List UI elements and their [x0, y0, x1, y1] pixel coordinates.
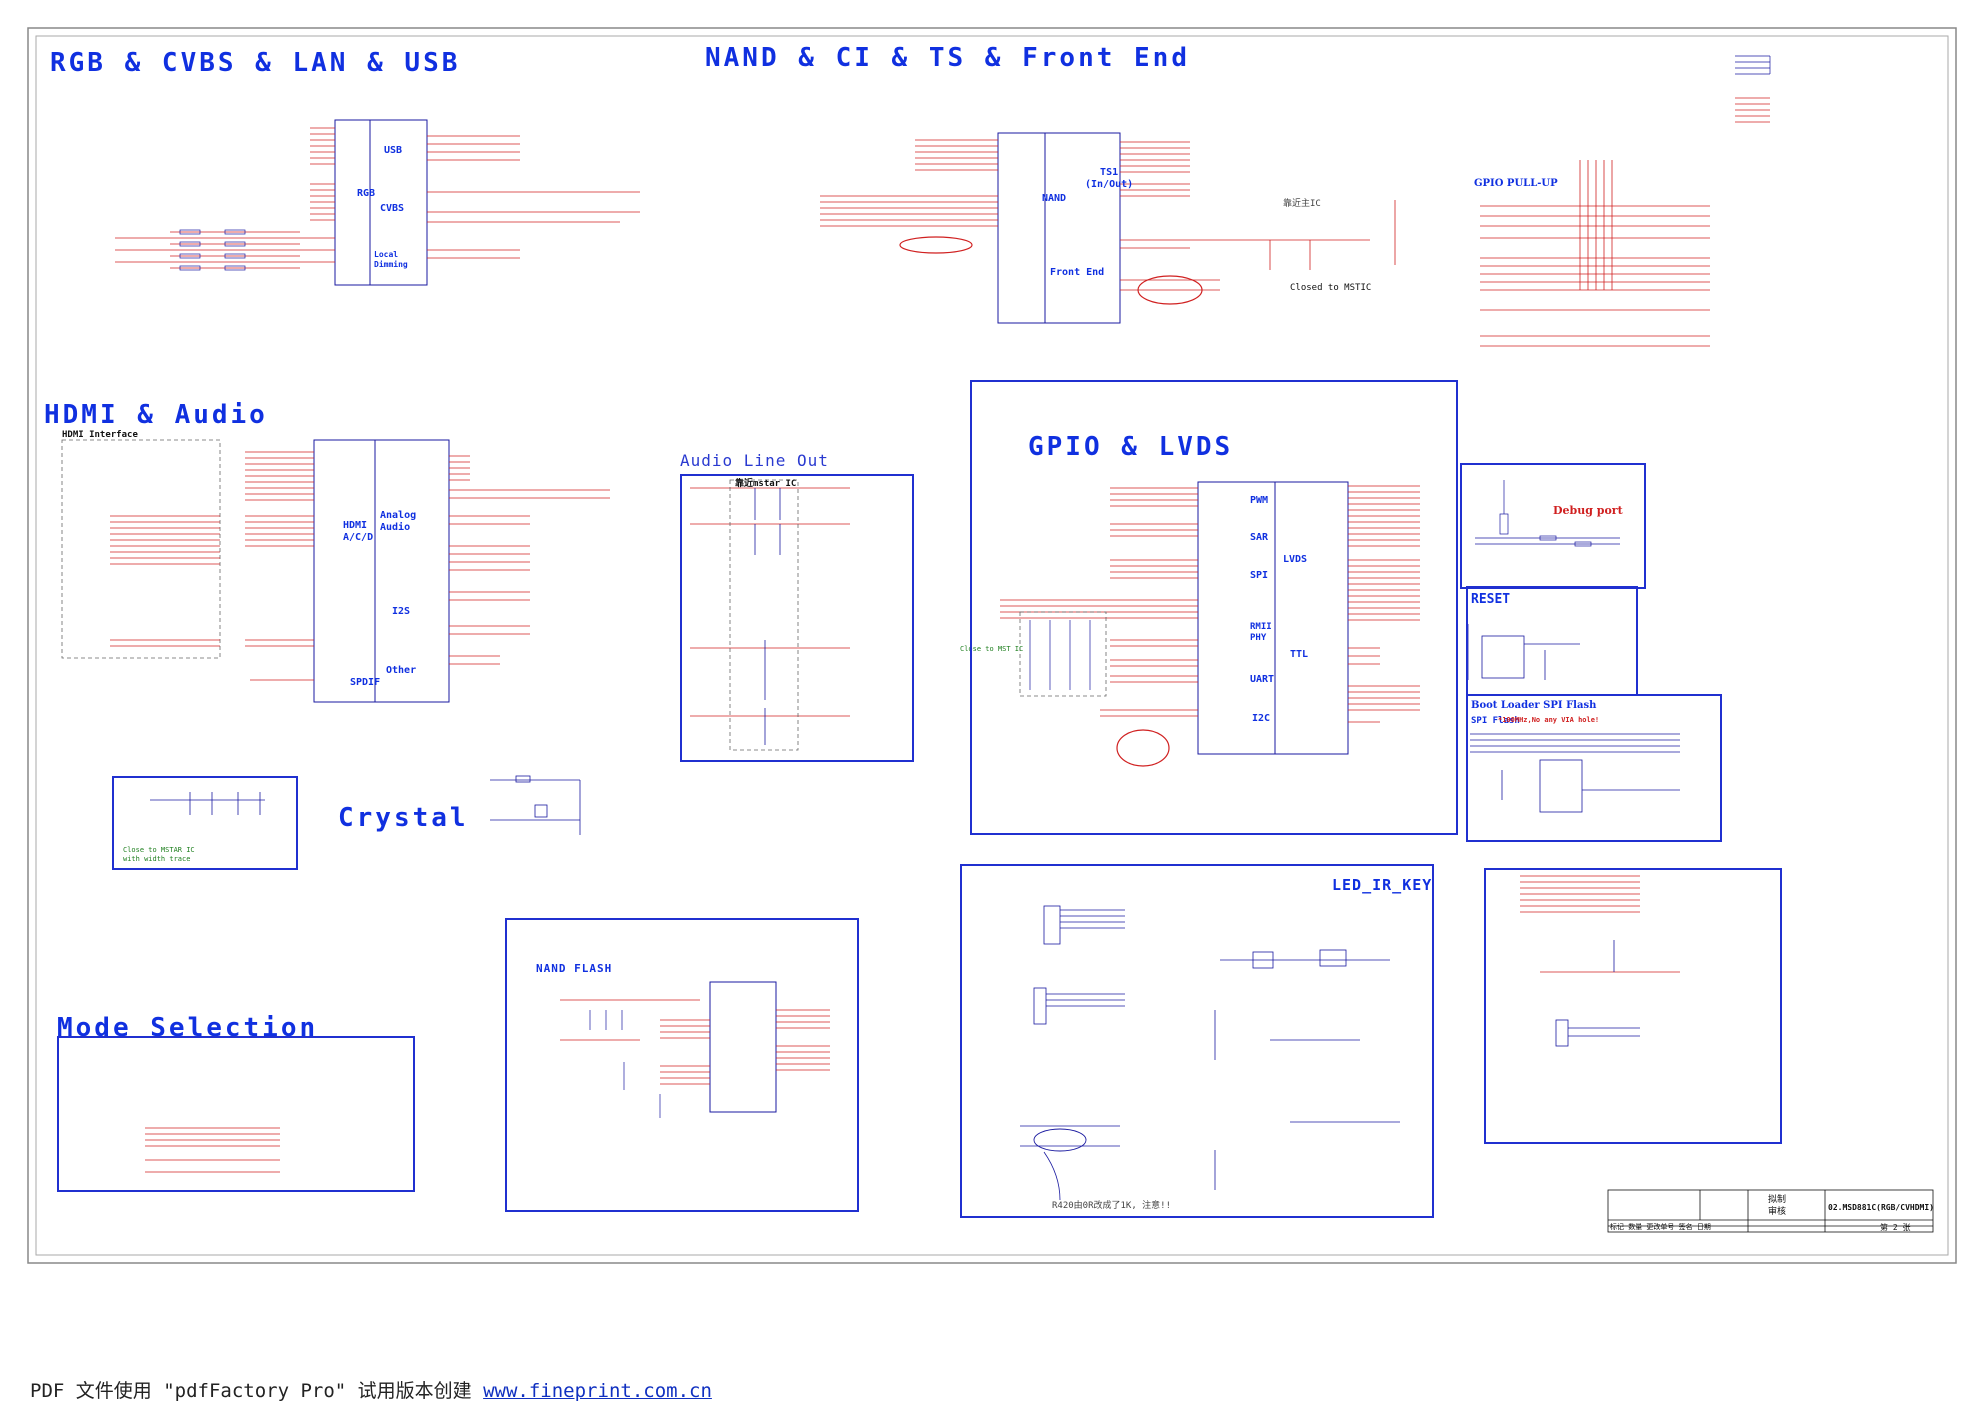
footer-url-link[interactable]: www.fineprint.com.cn	[483, 1380, 712, 1402]
block-rmii-phy: RMII PHY	[1250, 622, 1272, 643]
block-mstar-ic-note: 靠近mstar IC	[735, 479, 797, 489]
gpio-pullup-wires	[1480, 160, 1710, 347]
block-sar: SAR	[1250, 532, 1269, 543]
nand-flash-wires	[560, 999, 830, 1085]
frame-audio-line-out	[680, 474, 914, 762]
note-close-to-mst-ic: Close to MST IC	[960, 645, 1024, 653]
rgb-wires	[115, 127, 640, 269]
section-title-debug-port: Debug port	[1553, 504, 1623, 517]
section-title-crystal: Crystal	[338, 803, 469, 833]
spi-flash-ic	[1470, 733, 1680, 813]
block-pwm: PWM	[1250, 495, 1269, 506]
gpio-lvds-wires	[1000, 485, 1420, 723]
block-spi: SPI	[1250, 570, 1269, 581]
note-close-to-mstar: Close to MSTAR IC with width trace	[123, 846, 195, 863]
rgb-usb-ic	[334, 119, 428, 286]
nand-frontend-ic	[997, 132, 1121, 324]
title-block-row1: 拟制	[1768, 1195, 1787, 1205]
top-right-connector	[1735, 55, 1771, 75]
frame-bottom-right	[1484, 868, 1782, 1144]
note-closed-to-mstic: Closed to MSTIC	[1290, 283, 1372, 293]
block-i2c: I2C	[1252, 713, 1271, 724]
block-ttl: TTL	[1290, 649, 1309, 660]
frame-reset	[1466, 586, 1638, 696]
mode-selection-wires	[145, 1127, 280, 1173]
section-title-rgb: RGB & CVBS & LAN & USB	[50, 48, 461, 78]
rgb-resistors	[179, 229, 246, 271]
audio-mstar-dash	[729, 479, 799, 751]
audio-line-out-wires	[690, 487, 850, 717]
hdmi-audio-ic	[313, 439, 450, 703]
section-title-nand: NAND & CI & TS & Front End	[705, 43, 1190, 73]
section-title-reset: RESET	[1471, 592, 1511, 607]
block-local-dimming: Local Dimming	[374, 250, 408, 269]
bottom-right-circuit	[1520, 875, 1680, 973]
section-title-gpio-pull-up: GPIO PULL-UP	[1474, 178, 1558, 189]
frame-nand-flash	[505, 918, 859, 1212]
note-near-main-ic: 靠近主IC	[1283, 199, 1321, 209]
reset-circuit	[1467, 624, 1580, 680]
led-ir-key-circuit	[1020, 905, 1400, 1190]
frame-boot-loader	[1466, 694, 1722, 842]
note-r420: R420由0R改成了1K, 注意!!	[1052, 1201, 1172, 1211]
block-i2s: I2S	[392, 606, 411, 617]
block-ts1: TS1 (In/Out)	[1085, 167, 1134, 190]
block-analog-audio: Analog Audio	[380, 510, 417, 533]
section-title-hdmi-interface: HDMI Interface	[62, 430, 138, 440]
debug-port-wires	[1475, 480, 1620, 547]
section-title-spi-flash: SPI Flash	[1471, 716, 1520, 726]
section-title-boot-loader: Boot Loader SPI Flash	[1471, 700, 1597, 711]
close-to-mst-dash	[1019, 611, 1107, 697]
frame-gpio-lvds	[970, 380, 1458, 835]
note-spi-speed: *100MHz,No any VIA hole!	[1498, 716, 1600, 724]
frame-debug-port	[1460, 463, 1646, 589]
hdmi-interface-frame	[61, 439, 221, 659]
highlight-ellipse-2	[1137, 275, 1203, 305]
pdf-footer: PDF 文件使用 "pdfFactory Pro" 试用版本创建 www.fin…	[30, 1376, 712, 1403]
section-title-mode-selection: Mode Selection	[57, 1013, 319, 1043]
frame-crystal-caps	[112, 776, 298, 870]
title-block-row3: 标记 数量 更改单号 签名 日期	[1610, 1223, 1711, 1231]
crystal-caps	[150, 792, 265, 815]
highlight-ellipse	[899, 236, 973, 254]
frame-mode-selection	[57, 1036, 415, 1192]
section-title-led-ir-key: LED_IR_KEY	[1332, 876, 1433, 894]
block-front-end: Front End	[1050, 267, 1105, 278]
title-block-page: 第 2 张	[1880, 1223, 1911, 1232]
block-spdif: SPDIF	[350, 677, 381, 688]
section-title-audio-line-out: Audio Line Out	[680, 451, 829, 470]
section-title-gpio: GPIO & LVDS	[1028, 432, 1234, 462]
crystal-circuit	[490, 775, 581, 835]
section-title-hdmi: HDMI & Audio	[44, 400, 268, 430]
block-cvbs: CVBS	[380, 203, 405, 214]
pdf-footer-text: PDF 文件使用 "pdfFactory Pro" 试用版本创建	[30, 1380, 484, 1402]
title-block-doc-name: 02.MSD881C(RGB/CVHDMI)	[1828, 1203, 1934, 1212]
block-uart: UART	[1250, 674, 1275, 685]
block-rgb: RGB	[357, 188, 376, 199]
highlight-ellipse-3	[1116, 729, 1170, 767]
block-nand: NAND	[1042, 193, 1067, 204]
section-title-nand-flash: NAND FLASH	[536, 962, 613, 975]
block-other: Other	[386, 665, 417, 676]
nand-flash-ic	[709, 981, 777, 1113]
block-hdmi-acd: HDMI A/C/D	[343, 520, 374, 543]
hdmi-wires	[110, 451, 610, 681]
block-lvds: LVDS	[1283, 554, 1308, 565]
title-block-row2: 审核	[1768, 1207, 1787, 1217]
highlight-ellipse-4	[1033, 1128, 1087, 1152]
block-usb: USB	[384, 145, 403, 156]
title-block	[1607, 1189, 1934, 1233]
nand-wires	[820, 139, 1396, 291]
frame-led-ir-key	[960, 864, 1434, 1218]
